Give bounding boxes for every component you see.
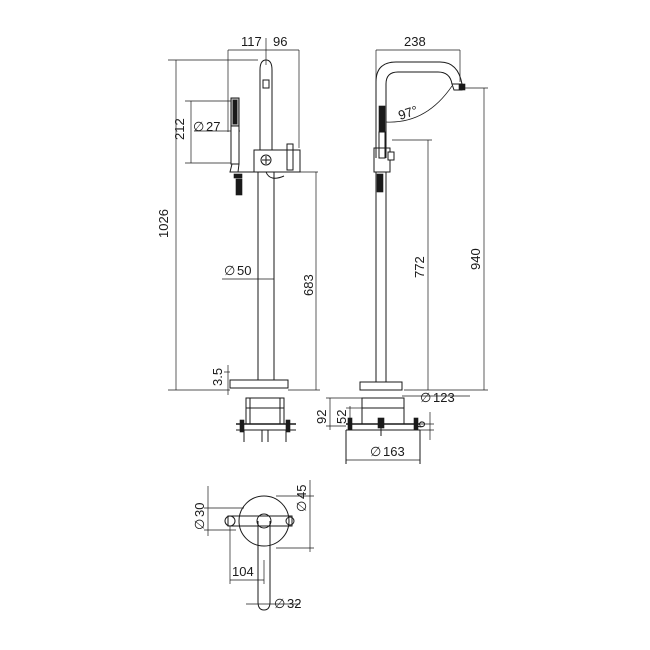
dim-total-height: 1026 <box>156 209 171 238</box>
dim-handshower-height: 212 <box>172 118 187 140</box>
side-hose-connector <box>376 173 384 193</box>
dim-top-handshower-diameter: 30 <box>192 503 207 517</box>
dim-width-right: 96 <box>273 34 287 49</box>
diameter-symbol-163: ∅ <box>370 444 381 459</box>
hose-connector <box>235 178 243 196</box>
diameter-symbol-30: ∅ <box>192 519 207 530</box>
dim-top-spout-diameter: 32 <box>287 596 301 611</box>
aerator <box>458 83 466 91</box>
top-lever-arm <box>227 515 293 527</box>
dim-base-thickness: 3.5 <box>210 368 225 386</box>
dim-lever-height: 772 <box>412 256 427 278</box>
side-lever <box>387 151 395 161</box>
lever-handle <box>286 143 294 171</box>
top-view: ∅ 30 ∅ 45 104 ∅ 32 <box>192 480 314 611</box>
spout-inner <box>385 71 453 158</box>
side-base-plate <box>359 381 403 391</box>
dim-spout-reach: 238 <box>404 34 426 49</box>
side-handshower <box>378 105 386 133</box>
top-handshower-circle <box>224 515 236 527</box>
dim-floor-offset: 6 <box>413 421 428 428</box>
side-view: 238 97° 772 940 ∅ 123 <box>314 34 488 464</box>
diameter-symbol-45: ∅ <box>294 501 309 512</box>
installation-box-front <box>236 397 296 442</box>
dim-box-height: 92 <box>314 410 329 424</box>
dim-spout-angle: 97° <box>396 103 419 123</box>
dim-column-diameter: 50 <box>237 263 251 278</box>
diameter-symbol-123: ∅ <box>420 390 431 405</box>
top-body-circle <box>238 495 290 547</box>
dim-column-height: 683 <box>301 274 316 296</box>
dim-top-body-diameter: 45 <box>294 485 309 499</box>
handshower-handle <box>230 125 240 165</box>
dim-handshower-diameter: 27 <box>206 119 220 134</box>
dim-box-inner-height: 52 <box>334 410 349 424</box>
dim-spout-height: 940 <box>468 248 483 270</box>
dim-base-diameter: 123 <box>433 390 455 405</box>
dim-width-left: 117 <box>241 34 262 49</box>
base-plate <box>229 379 289 389</box>
diameter-symbol-27: ∅ <box>193 119 204 134</box>
diameter-symbol-50: ∅ <box>224 263 235 278</box>
dim-box-diameter: 163 <box>383 444 405 459</box>
spout-pipe <box>259 59 273 150</box>
top-spout <box>257 521 271 611</box>
front-view: 117 96 1026 212 ∅ 27 <box>156 34 320 442</box>
spout-outer <box>375 61 463 158</box>
dim-spout-offset: 104 <box>232 564 254 579</box>
diameter-symbol-32: ∅ <box>274 596 285 611</box>
